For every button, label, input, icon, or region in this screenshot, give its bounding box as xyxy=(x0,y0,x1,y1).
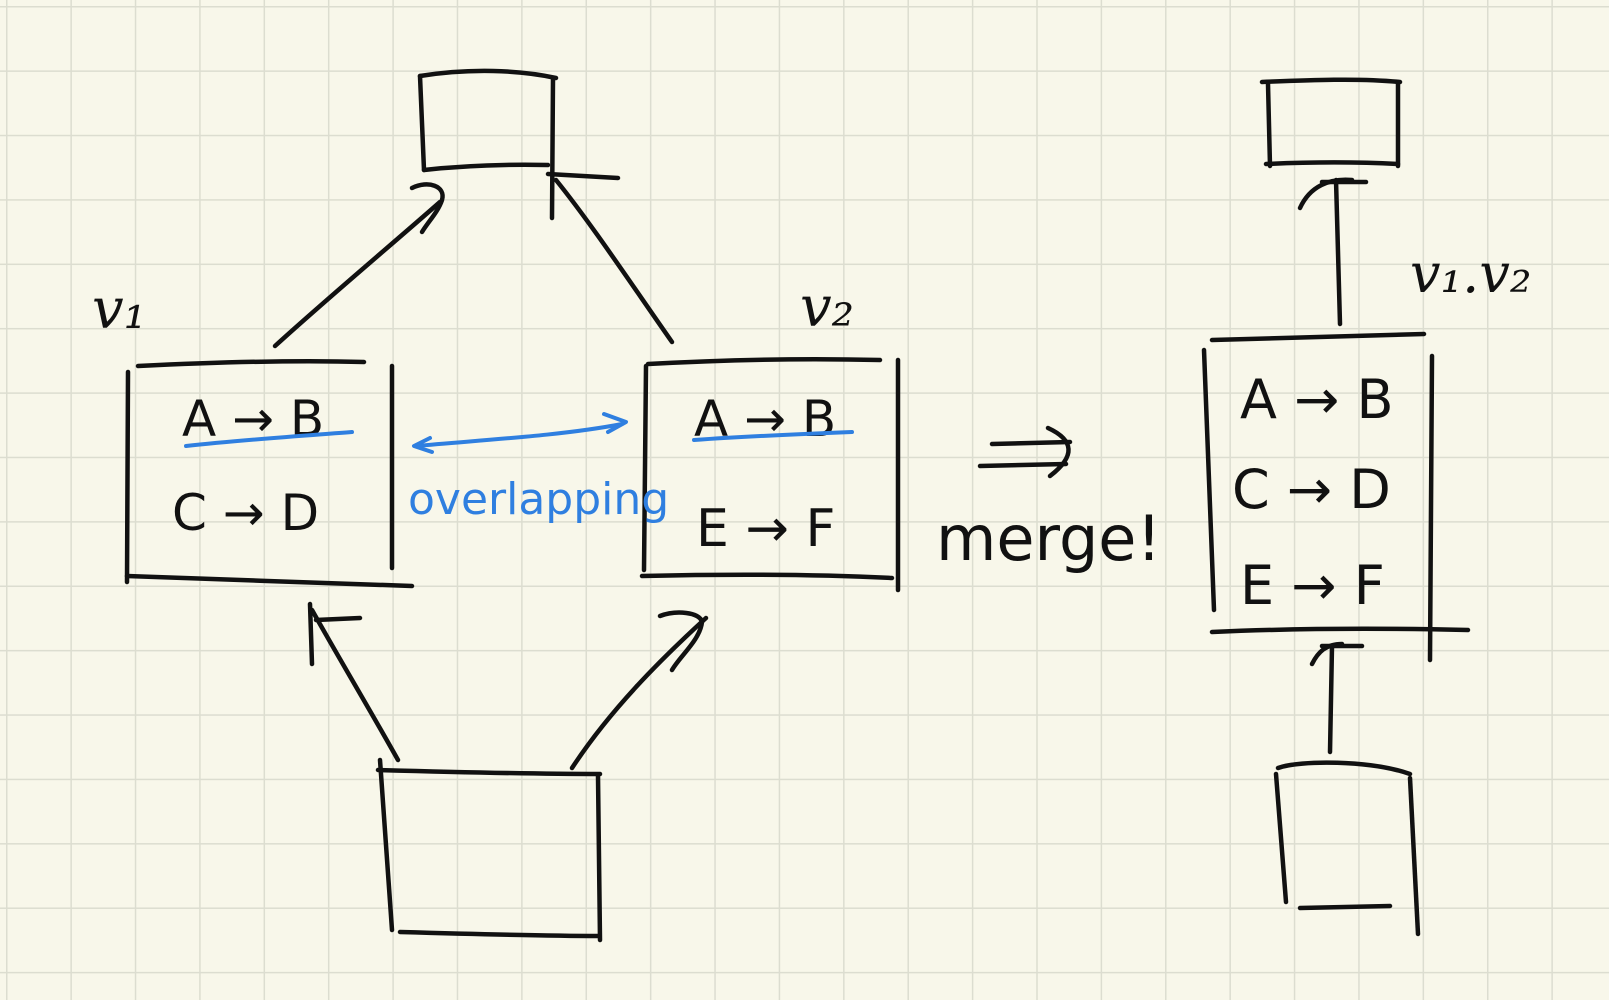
merged-label: v₁.v₂ xyxy=(1410,242,1531,305)
v2-rule-1-underline xyxy=(692,430,854,442)
v1-rule-1-underline xyxy=(184,430,354,448)
merged-rule-1: A → B xyxy=(1240,368,1394,431)
v1-rule-2: C → D xyxy=(172,484,319,542)
v2-rule-2: E → F xyxy=(696,499,835,559)
arrow-v2-to-top xyxy=(553,177,675,345)
merged-rule-2: C → D xyxy=(1232,458,1391,521)
arrow-bottom-to-merged xyxy=(1309,641,1365,755)
overlap-label: overlapping xyxy=(408,474,669,525)
left-bottom-box xyxy=(375,757,603,943)
merge-arrow xyxy=(977,425,1073,479)
v1-label: v₁ xyxy=(92,277,146,342)
right-bottom-box xyxy=(1273,760,1421,937)
merge-label: merge! xyxy=(936,502,1161,575)
arrow-v1-to-top xyxy=(272,182,445,349)
v1-box xyxy=(124,358,415,589)
overlap-double-arrow xyxy=(412,412,628,454)
arrow-bottom-to-v1 xyxy=(307,601,401,763)
arrow-merged-to-top xyxy=(1297,177,1369,327)
v2-label: v₂ xyxy=(800,275,854,340)
arrow-bottom-to-v2 xyxy=(569,610,709,771)
right-top-box xyxy=(1259,77,1403,169)
v2-box xyxy=(639,356,901,593)
left-top-box xyxy=(417,68,621,221)
merged-rule-3: E → F xyxy=(1240,554,1385,617)
merged-box xyxy=(1201,331,1471,663)
